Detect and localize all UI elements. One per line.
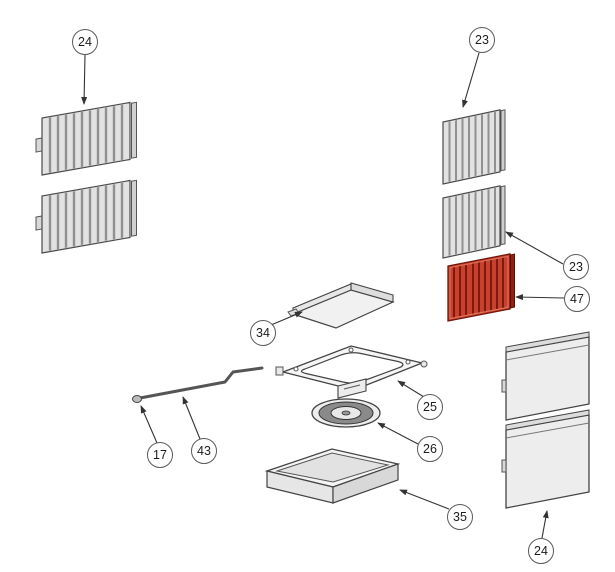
callout-label: 24 <box>534 543 548 558</box>
callout-label: 34 <box>256 325 270 340</box>
callout-23-lower-brick[interactable]: 23 <box>563 254 589 280</box>
callout-label: 23 <box>569 259 583 274</box>
right-brick-panel-lower <box>442 185 506 259</box>
left-brick-panel-lower <box>35 179 137 254</box>
callout-label: 25 <box>423 399 437 414</box>
baffle-plate <box>287 282 395 329</box>
callout-24-side-panels[interactable]: 24 <box>528 538 554 564</box>
callout-47-highlighted-panel[interactable]: 47 <box>564 286 590 312</box>
callout-26-grate-disc[interactable]: 26 <box>417 436 443 462</box>
side-panel-upper <box>501 331 590 421</box>
grate-frame <box>275 345 428 399</box>
callout-label: 35 <box>453 509 467 524</box>
callout-24-left-panels[interactable]: 24 <box>72 29 98 55</box>
side-panel-lower <box>501 409 590 509</box>
callout-label: 17 <box>153 447 167 462</box>
operating-rod <box>132 366 264 403</box>
left-brick-panel-upper <box>35 101 137 176</box>
callout-label: 43 <box>197 443 211 458</box>
highlighted-brick-panel <box>447 253 515 322</box>
ash-pan <box>264 448 401 504</box>
callout-label: 23 <box>475 32 489 47</box>
callout-34-baffle-plate[interactable]: 34 <box>250 320 276 346</box>
grate-disc <box>311 398 381 428</box>
callout-35-ash-pan[interactable]: 35 <box>447 504 473 530</box>
callout-label: 26 <box>423 441 437 456</box>
callout-17-knob[interactable]: 17 <box>147 442 173 468</box>
rod-knob <box>132 395 142 403</box>
leader-lines <box>81 52 565 539</box>
callout-25-grate-frame[interactable]: 25 <box>417 394 443 420</box>
callout-23-upper-brick[interactable]: 23 <box>469 27 495 53</box>
callout-43-rod[interactable]: 43 <box>191 438 217 464</box>
right-brick-panel-upper <box>442 109 506 185</box>
callout-label: 47 <box>570 291 584 306</box>
callout-label: 24 <box>78 34 92 49</box>
